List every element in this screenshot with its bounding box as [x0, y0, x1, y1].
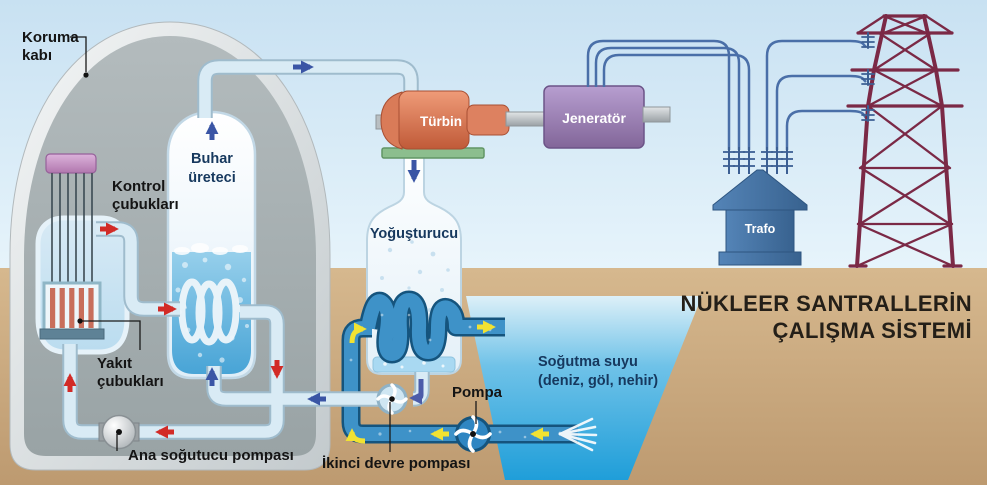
leader-lines [70, 36, 477, 452]
fuel-base-plate [39, 328, 105, 340]
transformer-base [718, 251, 802, 266]
cooling-pump-label: Pompa [452, 384, 503, 401]
steam-loop-arrows [205, 60, 421, 406]
containment-label-line1: Koruma [22, 29, 79, 46]
turbine-label: Türbin [420, 114, 462, 129]
turbine-cone [380, 91, 403, 150]
control-rod-drive-cap [45, 153, 97, 174]
steam-generator-label-line2: üreteci [188, 170, 236, 186]
leader-dots [77, 72, 89, 324]
reactor-vessel [35, 153, 130, 355]
transformer-body [725, 209, 795, 253]
turbine-shaft [505, 111, 549, 127]
fuel-assembly [39, 281, 105, 340]
generator-right-stub [642, 106, 671, 123]
flow-arrows [63, 60, 549, 444]
main-coolant-pump [98, 414, 140, 450]
control-rods-label-line1: Kontrol [112, 178, 165, 195]
transformer: Trafo [712, 147, 808, 266]
title: NÜKLEER SANTRALLERİN ÇALIŞMA SİSTEMİ [680, 291, 972, 343]
transformer-insulators [723, 147, 793, 174]
steam-generator-label-line1: Buhar [191, 151, 233, 167]
turbine-generator-assembly: Türbin Jeneratör [375, 85, 671, 159]
cooling-water-label-line1: Soğutma suyu [538, 354, 638, 370]
fuel-rods-label-line1: Yakıt [97, 355, 132, 372]
turbine-exhaust-section [466, 104, 510, 136]
condenser-pool-bubbles [383, 361, 445, 369]
cooling-loop-arrows [345, 320, 549, 444]
fuel-rods-label-line2: çubukları [97, 373, 164, 390]
cooling-water-pump [454, 415, 492, 453]
steam-generator [166, 110, 257, 380]
generator-label: Jeneratör [562, 110, 626, 126]
secondary-circuit-pump [376, 383, 408, 415]
tower-insulators [861, 32, 875, 122]
power-tower [846, 14, 964, 268]
cooling-water-label-line2: (deniz, göl, nehir) [538, 373, 658, 389]
intake-spray [558, 417, 598, 452]
control-rods-label-line2: çubukları [112, 196, 179, 213]
transformer-roof [712, 169, 808, 211]
containment-label-line2: kabı [22, 47, 52, 64]
secondary-pump-label: İkinci devre pompası [322, 455, 470, 472]
transformer-label: Trafo [745, 222, 776, 236]
primary-pump-label: Ana soğutucu pompası [128, 447, 294, 464]
hot-loop-arrows [63, 222, 284, 439]
steam-generator-splash [174, 243, 248, 255]
diagram-labels: Koruma kabı Kontrol çubukları Buhar üret… [22, 29, 658, 472]
condenser-label: Yoğuşturucu [370, 226, 458, 242]
title-line1: NÜKLEER SANTRALLERİN [680, 291, 972, 316]
title-line2: ÇALIŞMA SİSTEMİ [772, 318, 972, 343]
condensate-elbow-arrow [409, 379, 424, 405]
